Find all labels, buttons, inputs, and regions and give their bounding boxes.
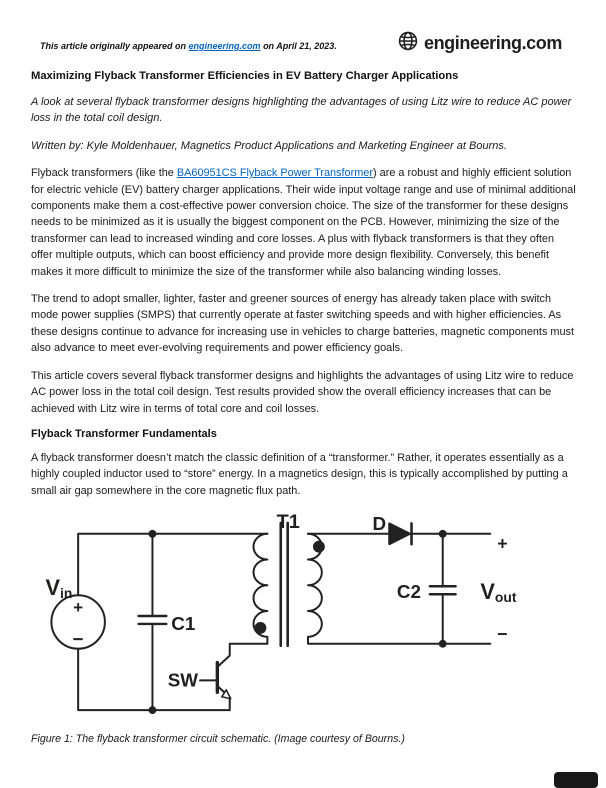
section-heading-fundamentals: Flyback Transformer Fundamentals xyxy=(31,427,217,440)
figure-caption: Figure 1: The flyback transformer circui… xyxy=(31,733,405,746)
junction-dot xyxy=(438,529,447,538)
output-bottom-wire xyxy=(307,635,492,645)
transformer-primary-winding xyxy=(252,532,269,638)
output-minus-sign: − xyxy=(497,624,507,644)
primary-polarity-dot xyxy=(254,622,267,634)
transformer-core xyxy=(279,521,289,648)
page-title: Maximizing Flyback Transformer Efficienc… xyxy=(31,70,459,82)
top-rail-wire xyxy=(77,532,269,597)
paragraph-4: A flyback transformer doesn’t match the … xyxy=(31,451,568,497)
vout-label: Vout xyxy=(480,579,516,605)
sw-label: SW xyxy=(168,669,199,690)
junction-dot xyxy=(438,639,447,648)
paragraph-1-suffix: ) are a robust and highly efficient solu… xyxy=(31,167,576,278)
paragraph-2: The trend to adopt smaller, lighter, fas… xyxy=(31,293,575,355)
ba60951cs-link[interactable]: BA60951CS Flyback Power Transformer xyxy=(176,167,373,180)
figure-1-schematic: Vin + − C1 SW T1 D C2 Vout + − xyxy=(37,510,578,728)
d-label: D xyxy=(373,513,387,534)
vin-label: Vin xyxy=(45,575,72,601)
logo-text: engineering.com xyxy=(423,33,562,53)
globe-icon xyxy=(397,30,419,57)
c1-label: C1 xyxy=(171,613,195,634)
bottom-black-marker xyxy=(554,772,598,788)
article-content: Maximizing Flyback Transformer Efficienc… xyxy=(31,70,578,747)
diode-d xyxy=(388,522,412,546)
secondary-polarity-dot xyxy=(312,540,325,553)
header-note-prefix: This article originally appeared on xyxy=(40,41,189,51)
collector-wire xyxy=(216,635,269,668)
c2-label: C2 xyxy=(397,581,421,602)
c1-capacitor xyxy=(137,614,168,626)
paragraph-3: This article covers several flyback tran… xyxy=(31,369,574,415)
sw-emitter-arrow xyxy=(221,689,232,700)
source-minus-sign: − xyxy=(73,629,84,650)
header-note-suffix: on April 21, 2023. xyxy=(260,41,337,51)
bottom-rail-wire xyxy=(77,647,231,712)
junction-dot xyxy=(148,706,157,715)
article-subtitle: A look at several flyback transformer de… xyxy=(31,96,572,125)
t1-label: T1 xyxy=(277,511,300,533)
paragraph-1-prefix: Flyback transformers (like the xyxy=(31,167,177,180)
engineering-com-logo: engineering.com xyxy=(397,30,562,57)
paragraph-1: Flyback transformers (like the BA60951CS… xyxy=(31,165,578,280)
header-note: This article originally appeared on engi… xyxy=(40,41,337,51)
source-plus-sign: + xyxy=(73,598,83,617)
junction-dot xyxy=(148,529,157,538)
transformer-secondary-winding xyxy=(307,532,323,638)
c2-capacitor xyxy=(428,585,457,596)
article-byline: Written by: Kyle Moldenhauer, Magnetics … xyxy=(31,139,507,152)
engineering-com-link[interactable]: engineering.com xyxy=(188,41,261,51)
output-plus-sign: + xyxy=(497,534,507,554)
